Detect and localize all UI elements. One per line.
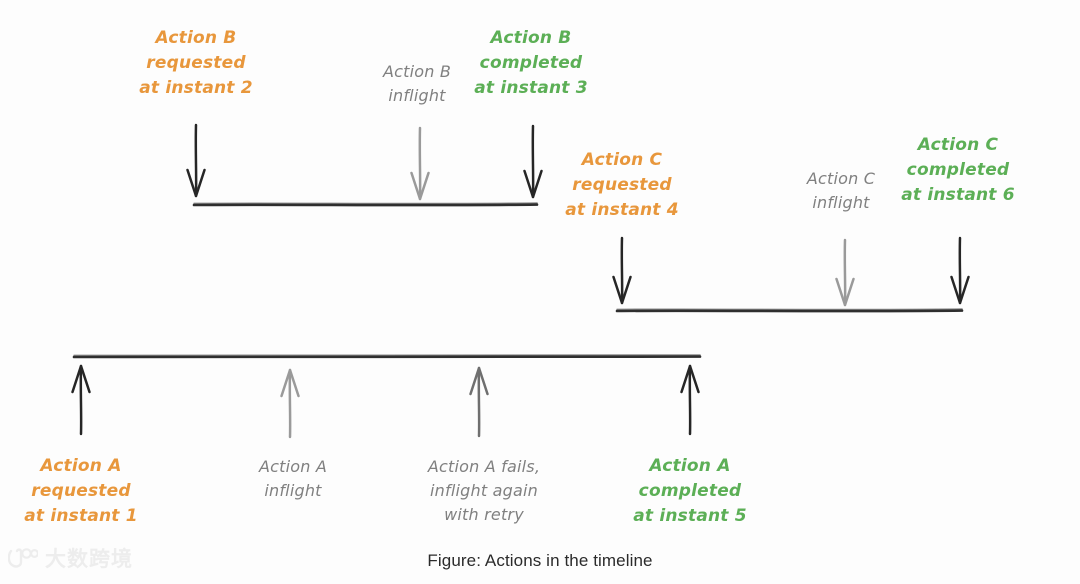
event-arrow-b-requested [186, 123, 206, 198]
event-arrow-a-requested [71, 364, 91, 436]
timeline-axis-action-c [615, 308, 964, 313]
figure-caption: Figure: Actions in the timeline [427, 551, 653, 570]
timeline-axis-action-a [72, 354, 702, 359]
event-arrow-c-inflight [835, 238, 855, 307]
event-label-b-requested: Action B requested at instant 2 [139, 28, 253, 98]
event-label-b-inflight: Action B inflight [382, 62, 452, 105]
event-arrow-a-retry [469, 366, 489, 438]
event-arrow-c-requested [612, 236, 632, 305]
wm-logo-icon [8, 548, 38, 568]
event-arrow-c-completed [950, 236, 970, 305]
event-label-a-inflight: Action A inflight [258, 457, 328, 500]
event-label-b-completed: Action B completed at instant 3 [474, 28, 588, 98]
event-arrow-a-inflight [280, 368, 300, 439]
event-arrow-b-completed [523, 124, 543, 199]
event-label-c-completed: Action C completed at instant 6 [901, 135, 1015, 205]
watermark-text: 大数跨境 [45, 547, 133, 571]
event-label-c-requested: Action C requested at instant 4 [565, 150, 679, 220]
event-label-a-completed: Action A completed at instant 5 [633, 456, 747, 526]
watermark: 大数跨境 [8, 543, 133, 573]
event-label-a-requested: Action A requested at instant 1 [24, 456, 138, 526]
event-arrow-a-completed [680, 364, 700, 436]
timeline-axis-action-b [192, 202, 539, 207]
event-arrow-b-inflight [410, 126, 430, 201]
event-label-c-inflight: Action C inflight [806, 169, 876, 212]
event-label-a-retry: Action A fails, inflight again with retr… [427, 457, 541, 524]
